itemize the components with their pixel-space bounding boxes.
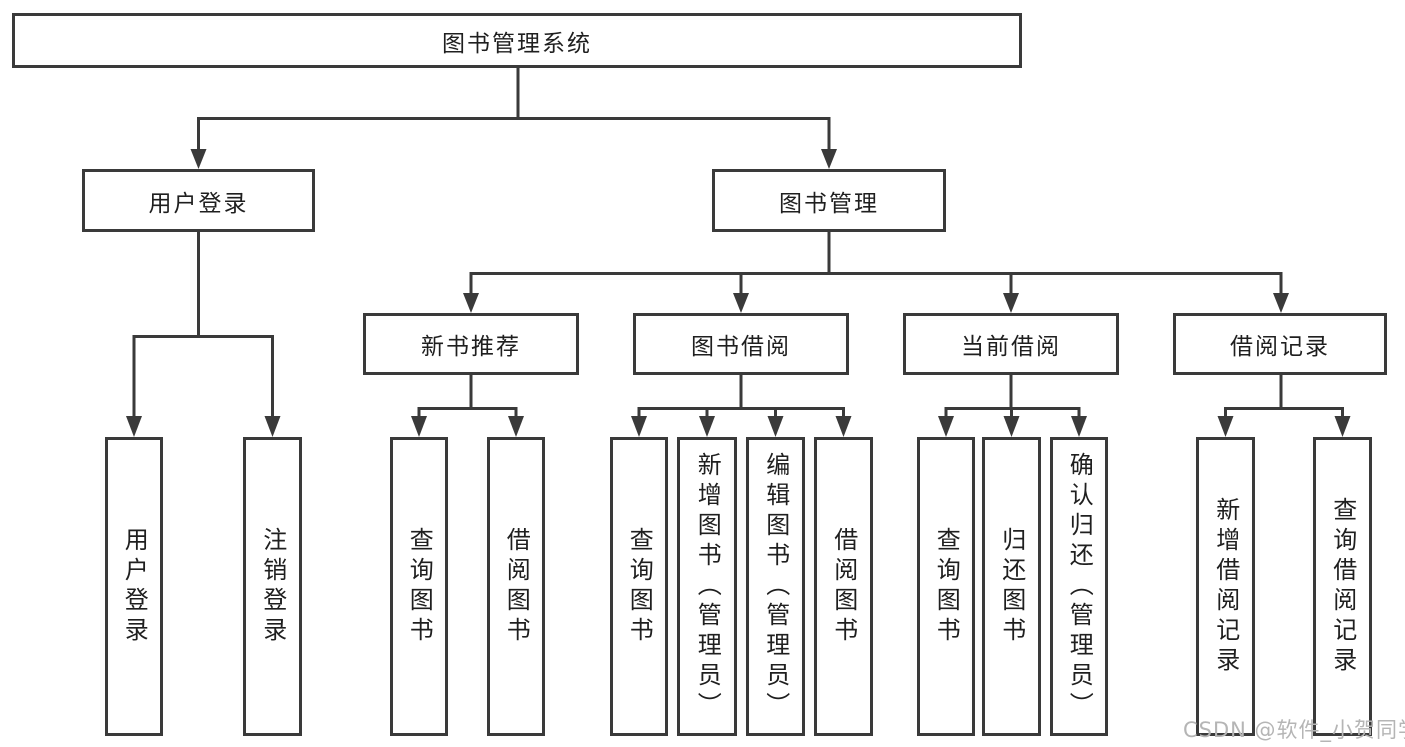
leaf-bookborrow-add-label: 新增图书（管理员） <box>693 451 722 722</box>
leaf-newbook-borrow-label: 借阅图书 <box>502 526 531 647</box>
connector-book-borrow <box>631 375 852 437</box>
node-borrow-records-label: 借阅记录 <box>1230 334 1330 360</box>
leaf-current-confirm-label: 确认归还（管理员） <box>1065 451 1094 722</box>
leaf-newbook-borrow: 借阅图书 <box>487 437 545 736</box>
leaf-bookborrow-query-label: 查询图书 <box>625 526 654 647</box>
leaf-current-query-label: 查询图书 <box>932 526 961 647</box>
node-user-login-label: 用户登录 <box>148 190 249 217</box>
leaf-current-query: 查询图书 <box>917 437 975 736</box>
leaf-bookborrow-borrow: 借阅图书 <box>814 437 873 736</box>
leaf-logout-label: 注销登录 <box>258 526 287 647</box>
node-book-borrow: 图书借阅 <box>633 313 849 375</box>
leaf-current-confirm: 确认归还（管理员） <box>1050 437 1108 736</box>
leaf-newbook-query: 查询图书 <box>390 437 448 736</box>
node-book-borrow-label: 图书借阅 <box>691 334 791 360</box>
node-current-borrow: 当前借阅 <box>903 313 1119 375</box>
node-book-management: 图书管理 <box>712 169 946 232</box>
connector-root <box>190 68 837 169</box>
leaf-records-add-label: 新增借阅记录 <box>1211 496 1240 677</box>
leaf-records-query: 查询借阅记录 <box>1313 437 1372 736</box>
leaf-bookborrow-borrow-label: 借阅图书 <box>829 526 858 647</box>
node-user-login: 用户登录 <box>82 169 315 232</box>
connector-book-management <box>463 232 1289 313</box>
node-book-management-label: 图书管理 <box>779 190 879 217</box>
node-new-book-recommend-label: 新书推荐 <box>421 334 521 360</box>
leaf-newbook-query-label: 查询图书 <box>405 526 434 647</box>
node-new-book-recommend: 新书推荐 <box>363 313 579 375</box>
leaf-bookborrow-add: 新增图书（管理员） <box>677 437 737 736</box>
leaf-bookborrow-query: 查询图书 <box>610 437 668 736</box>
leaf-user-login-label: 用户登录 <box>120 526 149 647</box>
leaf-user-login: 用户登录 <box>105 437 163 736</box>
leaf-bookborrow-edit: 编辑图书（管理员） <box>746 437 805 736</box>
leaf-records-add: 新增借阅记录 <box>1196 437 1255 736</box>
leaf-records-query-label: 查询借阅记录 <box>1328 496 1357 677</box>
node-root: 图书管理系统 <box>12 13 1022 68</box>
connector-borrow-records <box>1217 375 1351 437</box>
watermark: CSDN @软件_小贺同学 <box>1183 718 1405 742</box>
node-root-label: 图书管理系统 <box>442 30 592 57</box>
leaf-current-return-label: 归还图书 <box>997 526 1026 647</box>
node-borrow-records: 借阅记录 <box>1173 313 1387 375</box>
leaf-logout: 注销登录 <box>243 437 302 736</box>
leaf-current-return: 归还图书 <box>982 437 1041 736</box>
leaf-bookborrow-edit-label: 编辑图书（管理员） <box>761 451 790 722</box>
node-current-borrow-label: 当前借阅 <box>961 334 1061 360</box>
connector-current-borrow <box>938 375 1087 437</box>
connector-user-login <box>126 232 281 437</box>
connector-new-book <box>411 375 524 437</box>
